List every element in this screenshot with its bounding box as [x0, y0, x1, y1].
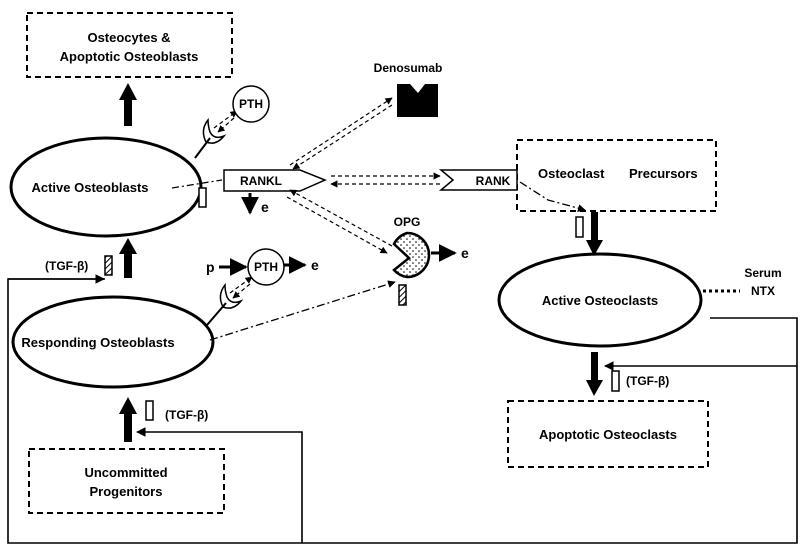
binding-arrows	[286, 97, 441, 254]
arrow-active-to-osteocytes	[119, 83, 137, 126]
tgf-bottom-label: (TGF-β)	[165, 408, 208, 422]
open-bar-osteoclasts	[611, 370, 620, 392]
arrow-osteoclasts-to-apoptotic	[586, 352, 603, 396]
open-bar-active-osteoblasts	[198, 187, 207, 208]
tgf-right-label: (TGF-β)	[626, 374, 669, 388]
arrow-progenitors-to-responding	[119, 397, 137, 442]
rankl-label: RANKL	[240, 174, 282, 188]
ntx-label: NTX	[751, 284, 775, 298]
rank-group: RANK	[438, 169, 518, 191]
indicator-bars	[104, 187, 620, 421]
denosumab-group: Denosumab	[374, 61, 443, 117]
active-osteoclasts-cell: Active Osteoclasts	[497, 252, 703, 348]
pth-bottom-group: PTH p e	[206, 248, 319, 326]
pth-e-label: e	[311, 257, 319, 273]
osteocytes-label-1: Osteocytes &	[87, 30, 170, 45]
rankl-shape	[223, 169, 327, 192]
pth-top-label: PTH	[239, 97, 263, 111]
progression-arrows	[119, 83, 603, 442]
pth-bottom-label: PTH	[254, 260, 278, 274]
hatched-bar-opg	[398, 284, 407, 306]
open-bar-precursors	[575, 216, 584, 238]
opg-e-label: e	[461, 245, 469, 261]
uncommitted-progenitors-box: Uncommitted Progenitors	[28, 448, 225, 514]
denosumab-icon	[397, 84, 438, 117]
feedback-lines	[7, 274, 798, 544]
uncommitted-label-1: Uncommitted	[84, 465, 167, 480]
denosumab-label: Denosumab	[374, 61, 443, 75]
signaling-lines	[209, 181, 586, 341]
osteocytes-label-2: Apoptotic Osteoblasts	[60, 49, 199, 64]
osteoclast-precursors-label-b: Precursors	[629, 166, 698, 181]
apoptotic-osteoclasts-label: Apoptotic Osteoclasts	[539, 427, 677, 442]
rankl-e-label: e	[261, 199, 269, 215]
p-label: p	[206, 259, 215, 275]
osteoclast-precursors-label-a: Osteoclast	[538, 166, 605, 181]
hatched-bar-tgf-left	[104, 255, 113, 276]
uncommitted-label-2: Progenitors	[90, 484, 163, 499]
serum-label: Serum	[744, 266, 781, 280]
tgf-left-label: (TGF-β)	[45, 259, 88, 273]
receptor-bottom-icon	[219, 282, 244, 309]
responding-osteoblasts-label: Responding Osteoblasts	[21, 335, 174, 350]
arrow-responding-to-active	[119, 238, 137, 278]
rankl-group: RANKL e	[171, 169, 327, 215]
osteoclast-precursors-box: Osteoclast Precursors	[516, 139, 717, 212]
opg-label: OPG	[394, 215, 421, 229]
rank-shape	[438, 169, 518, 191]
rank-label: RANK	[476, 174, 511, 188]
responding-osteoblasts-cell: Responding Osteoblasts	[11, 295, 215, 389]
serum-ntx-group: Serum NTX	[703, 266, 782, 298]
opg-group: OPG e	[392, 215, 469, 279]
receptor-top-icon	[202, 117, 227, 144]
active-osteoclasts-label: Active Osteoclasts	[542, 293, 658, 308]
apoptotic-osteoclasts-box: Apoptotic Osteoclasts	[507, 400, 709, 468]
pth-top-group: PTH	[194, 85, 270, 159]
active-osteoblasts-label: Active Osteoblasts	[31, 180, 148, 195]
open-bar-progenitors	[145, 400, 154, 421]
opg-pacman-icon	[392, 231, 431, 279]
arrow-precursors-to-osteoclasts	[586, 212, 603, 256]
pth-top-circle	[232, 85, 270, 123]
active-osteoblasts-cell: Active Osteoblasts	[9, 136, 203, 238]
pth-bottom-circle	[247, 248, 285, 286]
osteocytes-box: Osteocytes & Apoptotic Osteoblasts	[26, 12, 233, 78]
